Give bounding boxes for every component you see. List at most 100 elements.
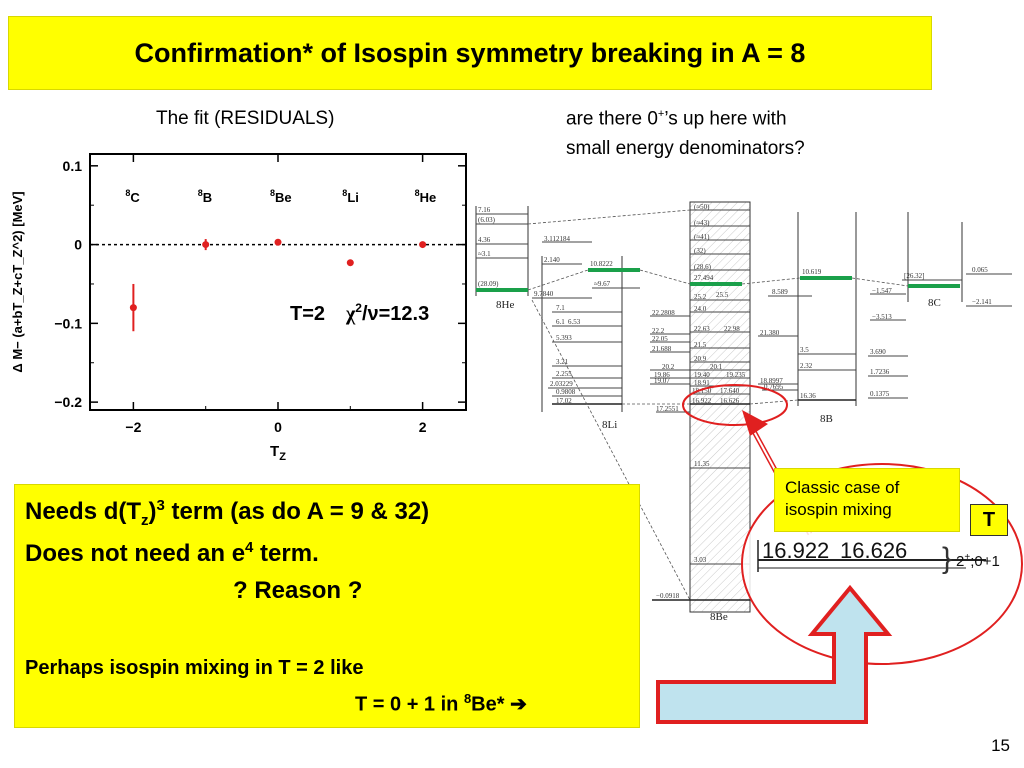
data-point: [274, 238, 282, 246]
annotation-chi-rest: /ν=12.3: [362, 303, 429, 325]
svg-text:6.53: 6.53: [568, 318, 581, 326]
svg-text:7.1: 7.1: [556, 304, 565, 312]
small-highlight-ellipse: [682, 384, 788, 426]
svg-text:24.0: 24.0: [694, 305, 707, 313]
svg-text:22.98: 22.98: [724, 325, 740, 333]
point-label: 8C: [125, 188, 140, 205]
classic-line2: isospin mixing: [785, 500, 892, 519]
svg-text:(≈43): (≈43): [694, 219, 710, 227]
svg-text:3.21: 3.21: [556, 358, 569, 366]
svg-text:2.32: 2.32: [800, 362, 813, 370]
data-point: [129, 304, 137, 312]
svg-text:≈3.1: ≈3.1: [478, 250, 491, 258]
svg-text:−0.0918: −0.0918: [656, 592, 680, 600]
svg-text:8B: 8B: [820, 413, 833, 425]
svg-text:(≈50): (≈50): [694, 203, 710, 211]
classic-case-box: Classic case of isospin mixing: [774, 468, 960, 532]
elbow-arrow: [656, 584, 893, 724]
right-caption-line1: are there 0+’s up here with: [566, 108, 787, 130]
zoom-level-left: 16.922: [762, 538, 829, 563]
svg-text:(28.09): (28.09): [478, 280, 499, 288]
t-label-box: T: [970, 504, 1008, 536]
svg-text:18.91: 18.91: [694, 379, 710, 387]
li8-column: 3.112184 2.140 10.8222 ≈9.67 9.7840 7.1 …: [532, 235, 640, 431]
annotation-chi-sym: χ: [345, 303, 356, 325]
svg-text:0.9808: 0.9808: [556, 388, 576, 396]
left-caption: The fit (RESIDUALS): [156, 108, 335, 129]
b8-column: 10.619 8.589 21.380 3.5 2.32 18.8997 0.7…: [758, 212, 857, 425]
svg-text:10.8222: 10.8222: [590, 260, 613, 268]
svg-text:3.690: 3.690: [870, 348, 886, 356]
y-tick-label: −0.2: [54, 394, 82, 410]
svg-text:1.7236: 1.7236: [870, 368, 890, 376]
page-number: 15: [991, 736, 1010, 755]
point-label: 8B: [198, 188, 212, 205]
svg-text:21.5: 21.5: [694, 341, 707, 349]
svg-text:7.16: 7.16: [478, 206, 491, 214]
point-label: 8He: [415, 188, 437, 205]
svg-text:20.9: 20.9: [694, 355, 707, 363]
svg-text:4.36: 4.36: [478, 236, 491, 244]
right-arrow-icon: ➔: [510, 693, 527, 716]
annotation-chi2: χ2/ν=12.3: [345, 301, 429, 325]
svg-text:11.35: 11.35: [694, 460, 710, 468]
data-point: [346, 259, 354, 267]
svg-text:0.7695: 0.7695: [764, 383, 784, 391]
svg-text:8.589: 8.589: [772, 288, 788, 296]
note-line1: Needs d(Tz)3 term (as do A = 9 & 32): [25, 497, 430, 529]
svg-text:18.150: 18.150: [692, 387, 712, 395]
data-point: [419, 241, 427, 249]
svg-text:27.494: 27.494: [694, 274, 714, 282]
svg-text:16.626: 16.626: [720, 397, 740, 405]
right-caption-pre: are there 0: [566, 108, 658, 130]
svg-text:21.380: 21.380: [760, 329, 780, 337]
svg-text:(28.6): (28.6): [694, 263, 712, 271]
svg-text:(≈41): (≈41): [694, 233, 710, 241]
svg-text:(32): (32): [694, 247, 706, 255]
svg-text:16.922: 16.922: [692, 397, 712, 405]
svg-text:19.235: 19.235: [726, 371, 746, 379]
point-label: 8Li: [342, 188, 359, 205]
y-tick-label: −0.1: [54, 315, 82, 331]
svg-text:3.5: 3.5: [800, 346, 809, 354]
classic-line1: Classic case of: [785, 478, 900, 497]
residuals-chart: Δ M− (a+bT_Z+cT_Z^2) [MeV] 0.10−0.1−0.2−…: [10, 153, 467, 463]
y-axis-label: Δ M− (a+bT_Z+cT_Z^2) [MeV]: [10, 191, 25, 372]
level-connectors: [527, 209, 909, 601]
x-tick-label: 2: [419, 419, 427, 435]
svg-text:−2.141: −2.141: [972, 298, 992, 306]
svg-text:[26.32]: [26.32]: [904, 272, 924, 280]
svg-text:−1.547: −1.547: [872, 287, 892, 295]
note-line3: ? Reason ?: [233, 577, 363, 604]
x-axis-label-z: Z: [279, 451, 286, 463]
note-line5: T = 0 + 1 in 8Be* ➔: [355, 691, 527, 716]
svg-text:3.112184: 3.112184: [544, 235, 570, 243]
svg-text:20.1: 20.1: [710, 363, 723, 371]
svg-text:22.2808: 22.2808: [652, 309, 675, 317]
svg-text:19.07: 19.07: [654, 377, 670, 385]
notes-box: Needs d(Tz)3 term (as do A = 9 & 32) Doe…: [14, 484, 640, 728]
c8-column: [26.32] 0.065 −1.547 −2.141 −3.513 3.690…: [868, 212, 1012, 399]
svg-text:16.36: 16.36: [800, 392, 816, 400]
svg-text:5.393: 5.393: [556, 334, 572, 342]
x-axis-label: TZ: [270, 443, 286, 463]
svg-text:2.140: 2.140: [544, 256, 560, 264]
svg-text:10.619: 10.619: [802, 268, 822, 276]
svg-text:≈9.67: ≈9.67: [594, 280, 611, 288]
svg-text:17.640: 17.640: [720, 387, 740, 395]
y-tick-label: 0: [74, 237, 82, 253]
note-line2: Does not need an e4 term.: [25, 539, 319, 567]
svg-text:8C: 8C: [928, 297, 941, 309]
svg-text:20.2: 20.2: [662, 363, 675, 371]
svg-text:2.255: 2.255: [556, 370, 572, 378]
annotation-chi-sup: 2: [355, 301, 362, 315]
svg-text:8He: 8He: [496, 299, 514, 311]
zoom-jpi: 2+;0+1: [956, 552, 1000, 570]
svg-text:8Be: 8Be: [710, 611, 728, 623]
right-caption-sup: +: [657, 108, 665, 120]
annotation-t2: T=2: [290, 303, 325, 325]
svg-text:0.1375: 0.1375: [870, 390, 890, 398]
right-caption-post: ’s up here with: [664, 108, 787, 130]
